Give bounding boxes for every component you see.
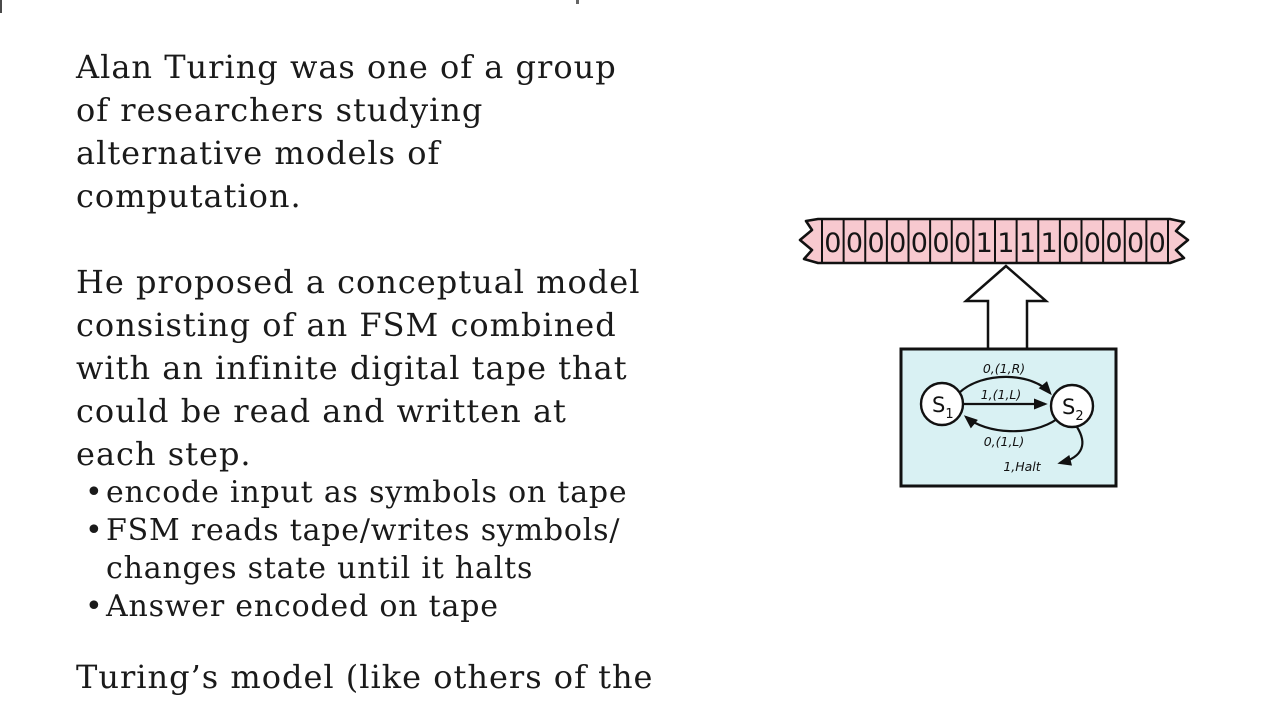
bullet-item-encode: • encode input as symbols on tape	[85, 474, 725, 512]
halt-arrow	[1057, 426, 1084, 466]
tape-digit: 0	[932, 228, 949, 259]
tape-digit: 0	[867, 228, 884, 259]
bullet-marker: •	[85, 589, 104, 624]
transition-label-middle: 1,(1,L)	[981, 387, 1022, 402]
paragraph-model: He proposed a conceptual model consistin…	[76, 263, 641, 473]
bullet-item-answer: • Answer encoded on tape	[85, 588, 725, 626]
tape-digit: 0	[1062, 228, 1079, 259]
bullet-marker: •	[85, 513, 104, 548]
bullet-item-fsm-reads: • FSM reads tape/writes symbols/ changes…	[85, 512, 725, 588]
bullet-text: encode input as symbols on tape	[106, 475, 628, 510]
transition-label-halt: 1,Halt	[1003, 459, 1041, 474]
tape-digit: 0	[911, 228, 928, 259]
tape-digit: 0	[954, 228, 971, 259]
transition-label-bottom: 0,(1,L)	[984, 434, 1025, 449]
tape-digit: 0	[824, 228, 841, 259]
tape-digit: 1	[1019, 228, 1036, 259]
tape-digit: 0	[1084, 228, 1101, 259]
tape-digit: 1	[997, 228, 1014, 259]
tape-digit: 0	[846, 228, 863, 259]
bullet-marker: •	[85, 475, 104, 510]
bullet-text: FSM reads tape/writes symbols/ changes s…	[106, 513, 621, 586]
transition-arrow-top	[958, 375, 1052, 396]
tape-digit: 1	[976, 228, 993, 259]
state-s2-circle	[1049, 383, 1095, 429]
edge-artifact-mark	[0, 0, 2, 13]
state-s1-label: S1	[932, 393, 954, 422]
tape-digit: 0	[1127, 228, 1144, 259]
top-artifact-mark	[576, 0, 579, 4]
transition-arrow-bottom	[963, 415, 1058, 433]
tape-digit: 0	[1105, 228, 1122, 259]
tape-digit: 0	[889, 228, 906, 259]
state-s2-label: S2	[1062, 395, 1084, 424]
transition-label-top: 0,(1,R)	[983, 361, 1025, 376]
paragraph-intro: Alan Turing was one of a group of resear…	[76, 48, 617, 215]
tape-digit: 1	[1040, 228, 1057, 259]
state-s1-circle	[919, 381, 965, 427]
bullet-text: Answer encoded on tape	[106, 589, 499, 624]
tape-head-arrow	[962, 264, 1050, 351]
paragraph-turings-model: Turing’s model (like others of the	[76, 658, 654, 696]
tape-digit: 0	[1149, 228, 1166, 259]
bullet-list: • encode input as symbols on tape • FSM …	[85, 474, 725, 626]
